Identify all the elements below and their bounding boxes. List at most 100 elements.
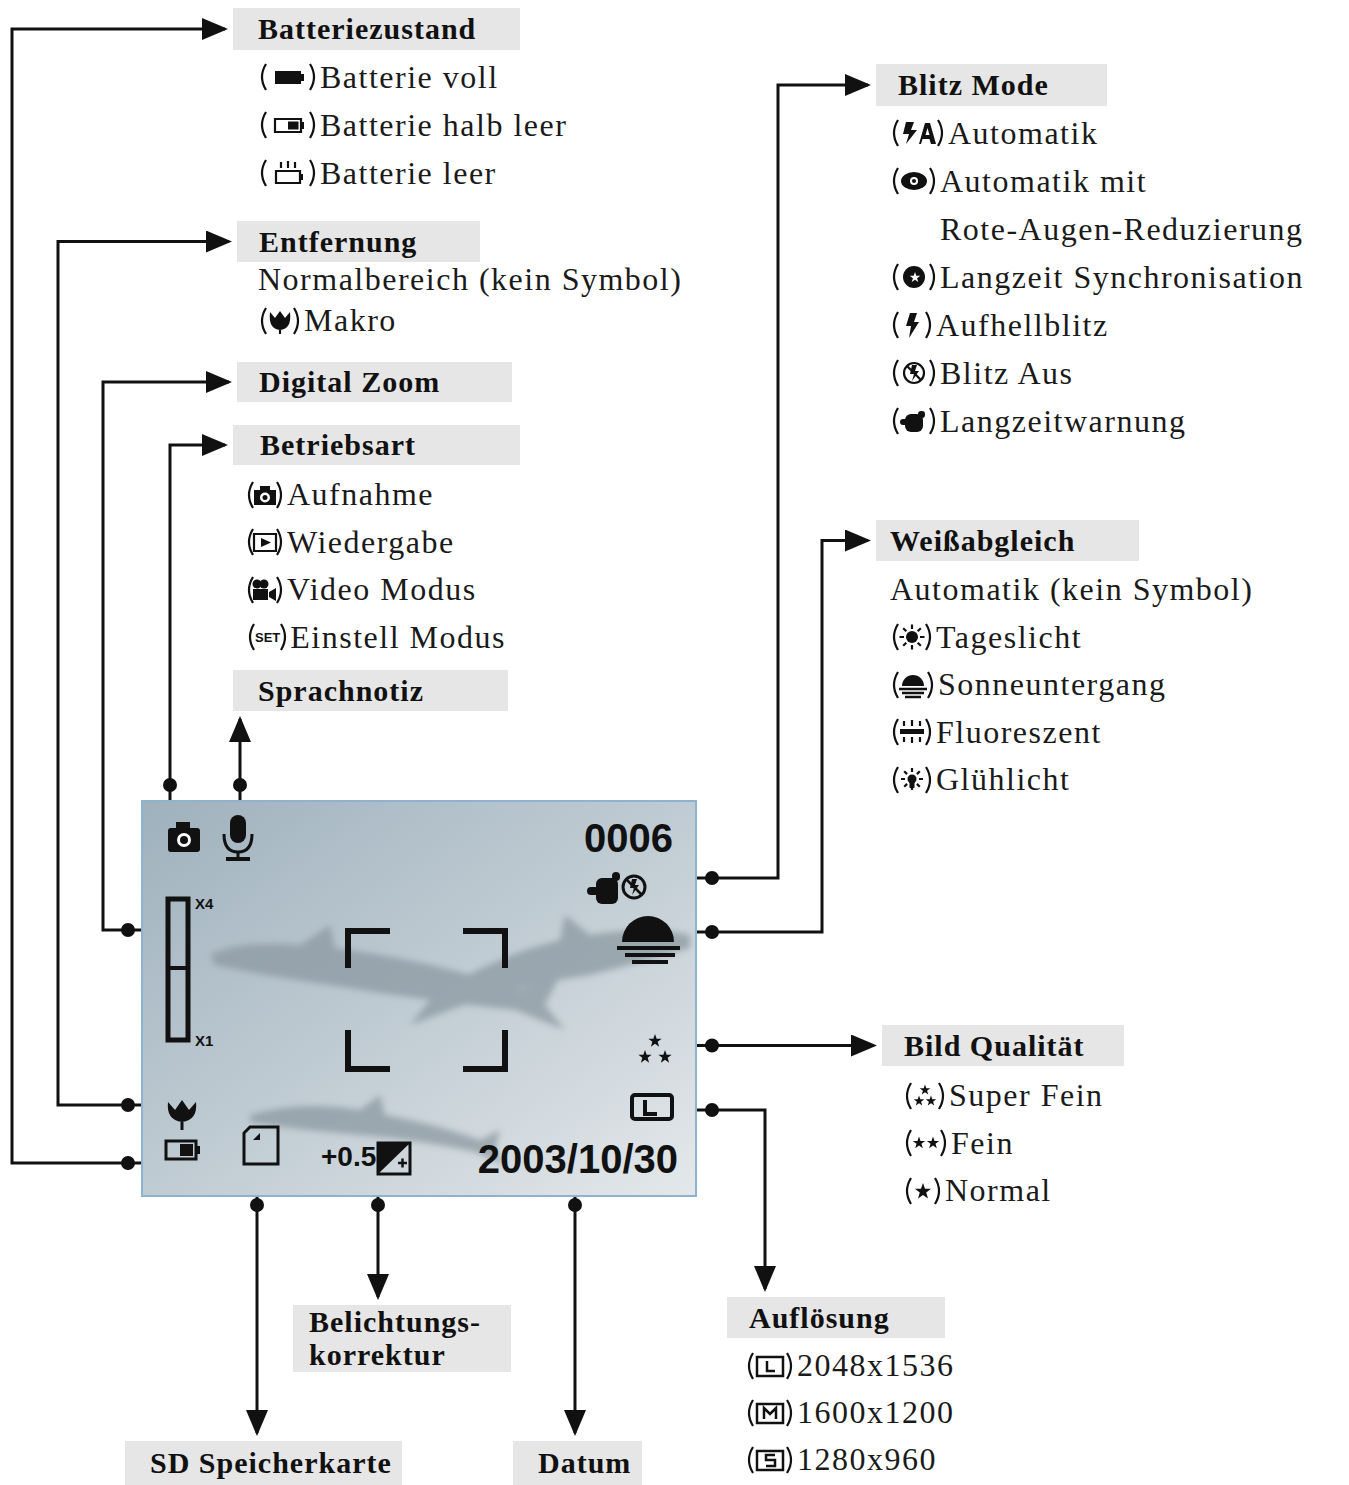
- option-icon: [890, 621, 934, 653]
- option-list: Automatik (kein Symbol)TageslichtSonneun…: [876, 566, 1253, 804]
- option-list: AutomatikAutomatik mit Rote-Augen-Reduzi…: [876, 109, 1330, 445]
- option-label: Einstell Modus: [290, 614, 506, 662]
- option-label: Automatik (kein Symbol): [890, 566, 1253, 614]
- leader-arrow: [697, 1110, 765, 1289]
- shake-warning-icon: [587, 872, 620, 904]
- lcd-background: [141, 800, 697, 1197]
- option-label: Fein: [951, 1120, 1014, 1168]
- indicator-dot: [705, 1103, 719, 1117]
- callout-group: Belichtungs- korrektur: [293, 1305, 511, 1372]
- callout-heading-box: Digital Zoom: [237, 362, 512, 402]
- option-row: Automatik: [890, 109, 1330, 157]
- option-label: Aufnahme: [287, 471, 434, 519]
- indicator-dot: [121, 1156, 135, 1170]
- callout-heading: Betriebsart: [260, 428, 416, 462]
- option-icon: [890, 357, 938, 389]
- option-row: Fluoreszent: [890, 709, 1253, 757]
- option-label: Automatik: [948, 109, 1098, 157]
- zoom-scale: X1: [195, 1033, 213, 1048]
- option-row: 2048x1536: [745, 1342, 955, 1389]
- option-label: Wiedergabe: [287, 519, 455, 567]
- callout-group: Auflösung2048x15361600x12001280x960: [727, 1297, 955, 1483]
- frame-counter: 0006: [584, 818, 673, 858]
- focus-brackets: [348, 931, 505, 1069]
- option-label: Batterie halb leer: [320, 101, 567, 149]
- callout-heading: Auflösung: [749, 1301, 890, 1335]
- callout-group: BetriebsartAufnahmeWiedergabeVideo Modus…: [233, 425, 520, 661]
- callout-heading: Belichtungs- korrektur: [309, 1305, 511, 1371]
- callout-group: Digital Zoom: [237, 362, 512, 402]
- callout-heading-box: Datum: [513, 1441, 642, 1485]
- leader-arrow: [697, 541, 868, 933]
- icon-bracket: [280, 621, 290, 653]
- option-icon: [245, 526, 285, 558]
- callout-heading-box: SD Speicherkarte: [125, 1441, 402, 1485]
- option-icon: [890, 405, 938, 437]
- option-label: Glühlicht: [936, 756, 1070, 804]
- option-icon: [890, 261, 938, 293]
- option-row: Batterie voll: [258, 53, 567, 101]
- callout-heading: SD Speicherkarte: [150, 1446, 392, 1480]
- option-label: Fluoreszent: [936, 709, 1102, 757]
- option-label: Batterie voll: [320, 53, 499, 101]
- option-label: Langzeitwarnung: [940, 397, 1186, 445]
- option-label: Tageslicht: [936, 614, 1082, 662]
- option-row: Blitz Aus: [890, 349, 1330, 397]
- indicator-dot: [568, 1198, 582, 1212]
- option-row: Makro: [258, 300, 682, 341]
- option-label: Blitz Aus: [940, 349, 1074, 397]
- callout-group: EntfernungNormalbereich (kein Symbol)Mak…: [237, 221, 682, 341]
- option-icon: [745, 1350, 795, 1382]
- option-row: SETEinstell Modus: [245, 614, 520, 662]
- option-label: Langzeit Synchronisation: [940, 253, 1304, 301]
- option-row: Sonneuntergang: [890, 661, 1253, 709]
- option-icon: [890, 309, 934, 341]
- callout-group: BatteriezustandBatterie vollBatterie hal…: [233, 8, 567, 197]
- callout-heading: Bild Qualität: [904, 1029, 1085, 1063]
- leader-arrow: [12, 29, 225, 1163]
- option-row: Wiedergabe: [245, 519, 520, 567]
- option-icon: [903, 1080, 947, 1112]
- option-icon: [903, 1127, 949, 1159]
- zoom-bar: [168, 899, 188, 1040]
- option-row: Batterie halb leer: [258, 101, 567, 149]
- exposure-value: +0.5: [321, 1143, 376, 1171]
- callout-heading-box: Batteriezustand: [233, 8, 520, 50]
- wrap-spacer: [1180, 157, 1330, 158]
- callout-group: WeißabgleichAutomatik (kein Symbol)Tages…: [876, 520, 1253, 804]
- leader-arrow: [574, 1197, 577, 1433]
- indicator-dot: [705, 1039, 719, 1053]
- option-icon: [258, 305, 302, 337]
- option-icon: [890, 716, 934, 748]
- callout-heading: Sprachnotiz: [258, 674, 424, 708]
- option-row: Automatik mit Rote-Augen-Reduzierung: [890, 157, 1330, 253]
- callout-heading-box: Sprachnotiz: [233, 670, 508, 711]
- option-row: Langzeitwarnung: [890, 397, 1330, 445]
- indicator-dot: [121, 923, 135, 937]
- callout-heading-box: Weißabgleich: [876, 520, 1139, 561]
- leader-arrow: [58, 242, 229, 1106]
- callout-heading-box: Belichtungs- korrektur: [293, 1305, 511, 1372]
- option-row: Batterie leer: [258, 149, 567, 197]
- option-label: Makro: [304, 300, 397, 341]
- sd-card-icon: [244, 1127, 278, 1164]
- indicator-dot: [121, 1098, 135, 1112]
- leader-arrow: [256, 1197, 259, 1433]
- indicator-dot: [250, 1198, 264, 1212]
- battery-icon: [166, 1141, 200, 1159]
- option-row: 1600x1200: [745, 1389, 955, 1436]
- indicator-dot: [233, 778, 247, 792]
- callout-group: Blitz ModeAutomatikAutomatik mit Rote-Au…: [876, 64, 1330, 445]
- option-list: Normalbereich (kein Symbol)Makro: [237, 259, 682, 341]
- quality-stars-icon: [638, 1034, 671, 1063]
- option-label: Normal: [945, 1167, 1052, 1215]
- callout-heading: Digital Zoom: [259, 365, 440, 399]
- option-label: Batterie leer: [320, 149, 497, 197]
- option-icon: [745, 1397, 795, 1429]
- option-list: AufnahmeWiedergabeVideo ModusSETEinstell…: [233, 471, 520, 661]
- callout-heading-box: Entfernung: [237, 221, 480, 262]
- option-icon: [245, 574, 285, 606]
- option-row: Automatik (kein Symbol): [890, 566, 1253, 614]
- option-row: Super Fein: [903, 1072, 1124, 1120]
